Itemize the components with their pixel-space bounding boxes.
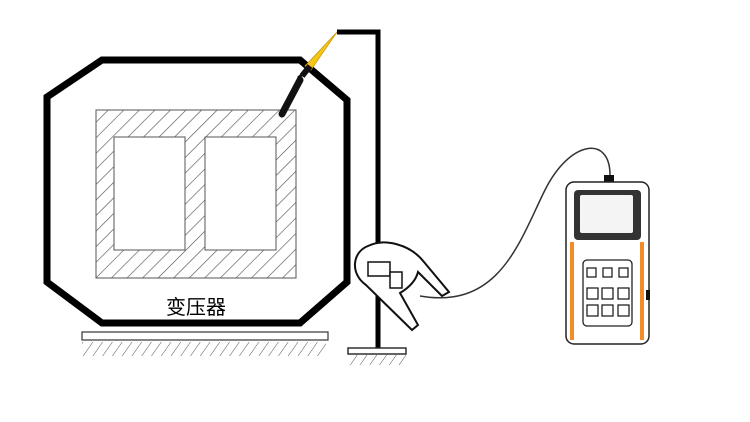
transformer-label: 变压器 bbox=[166, 295, 226, 319]
tester-screen bbox=[580, 195, 633, 233]
pole-ground-hatch bbox=[350, 355, 406, 365]
clamp-meter-jaw bbox=[354, 241, 451, 332]
test-probe bbox=[278, 31, 338, 118]
probe-flame-icon bbox=[304, 31, 338, 71]
ground-hatch bbox=[82, 342, 326, 356]
handheld-tester bbox=[565, 175, 650, 345]
core-window-right bbox=[204, 136, 277, 251]
core-window-left bbox=[113, 136, 186, 251]
transformer-tank bbox=[43, 56, 351, 327]
test-cable bbox=[419, 147, 611, 299]
tester-buttons bbox=[586, 267, 630, 317]
tester-side-grip bbox=[570, 242, 574, 340]
transformer-base bbox=[81, 331, 329, 356]
transformer-core bbox=[95, 109, 297, 279]
